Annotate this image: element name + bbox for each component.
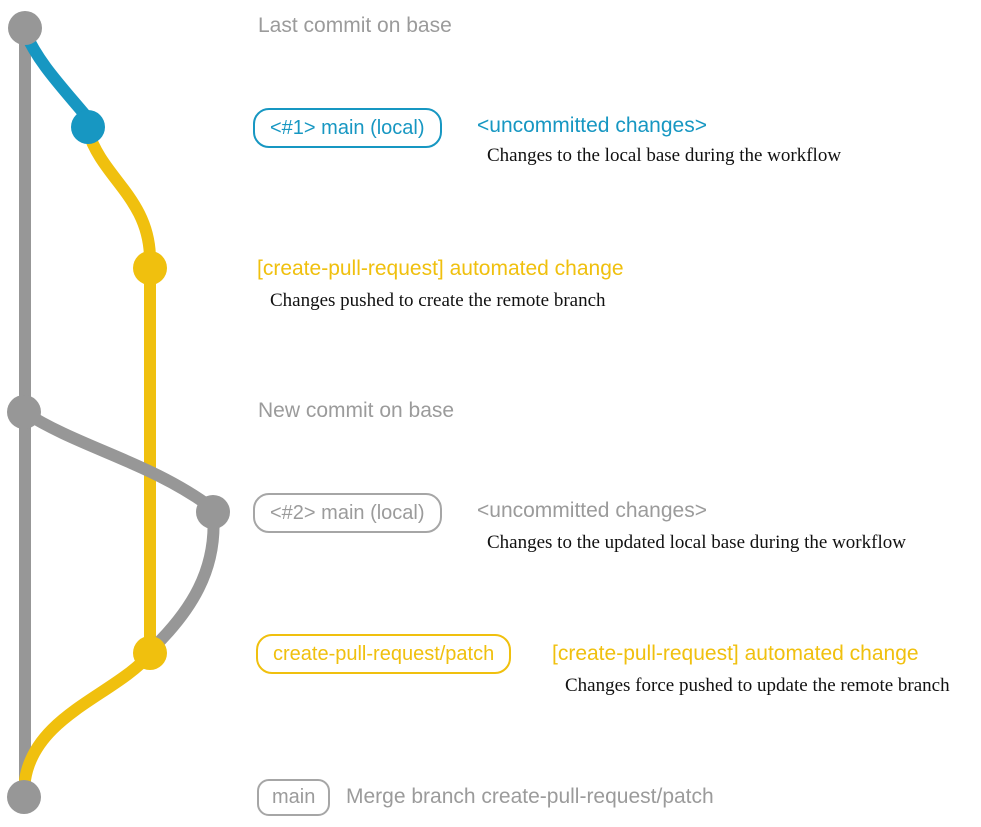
desc-automated-change-2: Changes force pushed to update the remot…: [565, 675, 950, 696]
commit-merge: [7, 780, 41, 814]
label-last-commit-on-base: Last commit on base: [258, 14, 452, 37]
commit-automated-change-2: [133, 636, 167, 670]
commit-message-merge: Merge branch create-pull-request/patch: [346, 785, 714, 808]
commit-automated-change-1: [133, 251, 167, 285]
desc-uncommitted-changes-1: Changes to the local base during the wor…: [487, 145, 842, 166]
label-new-commit-on-base: New commit on base: [258, 399, 455, 422]
commit-message-automated-change-1: [create-pull-request] automated change: [257, 257, 624, 280]
updated-local-main-curve-in: [146, 506, 220, 655]
updated-local-main-curve-out: [18, 406, 218, 514]
branch-badge-main: main: [257, 779, 331, 816]
patch-merge-curve: [19, 648, 156, 786]
status-uncommitted-changes-2: <uncommitted changes>: [477, 499, 707, 522]
commit-uncommitted-2: [196, 495, 230, 529]
desc-automated-change-1: Changes pushed to create the remote bran…: [270, 290, 606, 311]
branch-badge-main-local-1: <#1> main (local): [253, 108, 442, 148]
branch-badge-main-local-2: <#2> main (local): [253, 493, 442, 533]
status-uncommitted-changes-1: <uncommitted changes>: [477, 114, 707, 137]
patch-branch-line: [82, 125, 156, 659]
desc-uncommitted-changes-2: Changes to the updated local base during…: [487, 532, 906, 553]
branch-badge-create-pull-request-patch: create-pull-request/patch: [256, 634, 512, 674]
commit-uncommitted-1: [71, 110, 105, 144]
commit-message-automated-change-2: [create-pull-request] automated change: [552, 642, 919, 665]
commit-new-on-base: [7, 395, 41, 429]
local-main-branch-curve: [19, 26, 92, 122]
commit-last-on-base: [8, 11, 42, 45]
